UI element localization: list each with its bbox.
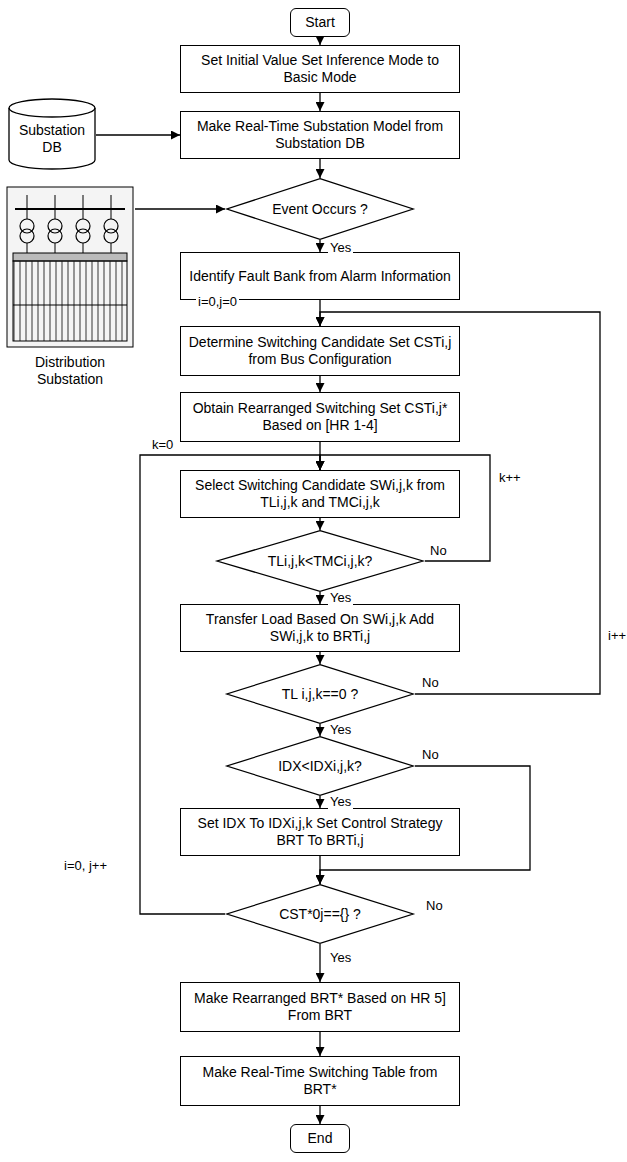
flow-arrow	[319, 944, 320, 982]
node-text: Set IDX To IDXi,j,k Set Control Strategy…	[181, 815, 459, 849]
substation-illustration	[5, 185, 135, 350]
node-text: IDX<IDXi,j,k?	[272, 758, 368, 775]
loop-annotation: k++	[497, 470, 523, 485]
node-text: TLi,j,k<TMCi,j,k?	[262, 553, 379, 570]
flow-arrow	[319, 37, 320, 45]
flow-arrow	[319, 93, 320, 111]
edge-label: Yes	[328, 722, 353, 737]
flow-arrow	[319, 376, 320, 392]
node-text: Make Rearranged BRT* Based on HR 5] From…	[181, 990, 459, 1024]
flow-arrow	[319, 518, 320, 530]
decision-diamond: TL i,j,k==0 ?	[225, 664, 415, 724]
terminal: End	[290, 1124, 350, 1153]
flow-arrow	[319, 1106, 320, 1124]
node-text: Substation DB	[8, 122, 96, 156]
flow-arrow	[319, 724, 320, 736]
node-text: Event Occurs ?	[266, 201, 374, 218]
figure-caption: Distribution Substation	[5, 354, 135, 388]
node-text: Transfer Load Based On SWi,j,k Add SWi,j…	[181, 611, 459, 645]
edge-label: Yes	[328, 590, 353, 605]
edge-label: Yes	[328, 794, 353, 809]
edge-label: No	[420, 675, 441, 690]
database-cylinder: Substation DB	[8, 98, 96, 170]
decision-diamond: CST*0j=={} ?	[225, 884, 415, 944]
process-box: Obtain Rearranged Switching Set CSTi,j* …	[180, 392, 460, 442]
node-text: End	[302, 1130, 339, 1147]
process-box: Make Rearranged BRT* Based on HR 5] From…	[180, 982, 460, 1032]
node-text: TL i,j,k==0 ?	[276, 686, 365, 703]
edge-label: Yes	[328, 240, 353, 255]
flow-arrow	[319, 856, 320, 884]
decision-diamond: Event Occurs ?	[225, 178, 415, 240]
edge-label: No	[420, 747, 441, 762]
flow-arrow	[96, 134, 180, 135]
process-box: Make Real-Time Substation Model from Sub…	[180, 111, 460, 159]
flow-arrow	[319, 240, 320, 252]
edge-label: i=0, j++	[62, 858, 109, 873]
flow-arrow	[319, 1032, 320, 1056]
loop-annotation: No	[424, 898, 445, 913]
process-box: Identify Fault Bank from Alarm Informati…	[180, 252, 460, 300]
loop-annotation: k=0	[150, 437, 175, 452]
flow-arrow	[319, 592, 320, 604]
node-text: Start	[299, 14, 341, 31]
loop-annotation: i=0,j=0	[196, 294, 239, 309]
process-box: Transfer Load Based On SWi,j,k Add SWi,j…	[180, 604, 460, 652]
process-box: Select Switching Candidate SWi,j,k from …	[180, 470, 460, 518]
flow-arrow	[319, 159, 320, 178]
flow-arrow	[135, 208, 225, 209]
substation-figure: Distribution Substation	[5, 185, 135, 400]
loop-annotation: i++	[606, 628, 627, 643]
node-text: Obtain Rearranged Switching Set CSTi,j* …	[181, 400, 459, 434]
process-box: Determine Switching Candidate Set CSTi,j…	[180, 326, 460, 376]
node-text: Make Real-Time Substation Model from Sub…	[181, 118, 459, 152]
process-box: Make Real-Time Switching Table from BRT*	[180, 1056, 460, 1106]
decision-diamond: TLi,j,k<TMCi,j,k?	[215, 530, 425, 592]
flow-arrow	[319, 652, 320, 664]
node-text: Identify Fault Bank from Alarm Informati…	[183, 268, 456, 285]
node-text: Set Initial Value Set Inference Mode to …	[181, 52, 459, 86]
node-text: Select Switching Candidate SWi,j,k from …	[181, 477, 459, 511]
decision-diamond: IDX<IDXi,j,k?	[225, 736, 415, 796]
terminal: Start	[290, 8, 350, 37]
edge-label: No	[428, 543, 449, 558]
node-text: CST*0j=={} ?	[273, 906, 367, 923]
process-box: Set Initial Value Set Inference Mode to …	[180, 45, 460, 93]
node-text: Determine Switching Candidate Set CSTi,j…	[181, 334, 459, 368]
node-text: Make Real-Time Switching Table from BRT*	[181, 1064, 459, 1098]
flow-arrow	[319, 796, 320, 808]
process-box: Set IDX To IDXi,j,k Set Control Strategy…	[180, 808, 460, 856]
edge-label: Yes	[328, 950, 353, 965]
